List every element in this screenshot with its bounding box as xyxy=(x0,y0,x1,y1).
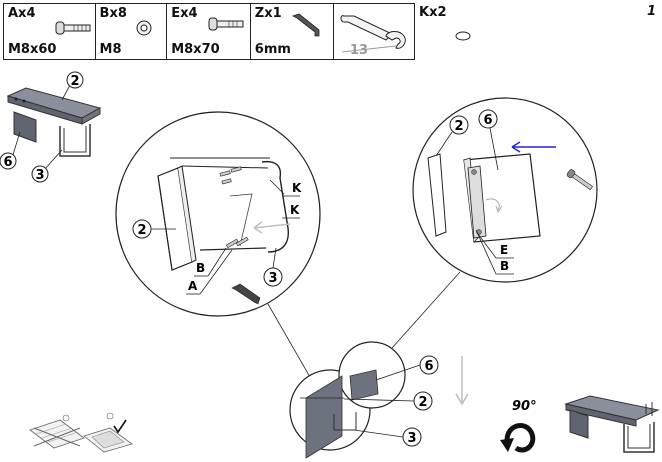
overview-callouts: 2 6 3 xyxy=(0,71,84,183)
callout-3-center: 3 xyxy=(407,431,416,446)
page-number: 1 xyxy=(646,4,656,19)
callout-2-detail: 2 xyxy=(137,223,146,238)
callout-6-center: 6 xyxy=(424,359,433,374)
overview-bench xyxy=(6,87,102,157)
bolt-m8x60-icon xyxy=(55,21,91,35)
bolts-bottom-left xyxy=(225,236,249,249)
parts-table: Ax4 M8x60 Bx8 M8 Ex4 xyxy=(3,3,415,60)
part-k-qty: Kx2 xyxy=(419,5,447,20)
wrench-icon: 13 xyxy=(340,15,407,58)
cap-icon xyxy=(455,31,471,41)
part-cell-k: Kx2 xyxy=(415,3,475,60)
rotated-bench xyxy=(564,395,660,453)
callout-2-center: 2 xyxy=(418,395,427,410)
letter-e: E xyxy=(500,243,508,257)
callout-2-right: 2 xyxy=(454,119,463,134)
part-cell-e: Ex4 M8x70 xyxy=(167,4,251,59)
part-z-spec: 6mm xyxy=(254,42,291,57)
letter-b-left: B xyxy=(196,261,205,275)
down-arrow-icon xyxy=(455,356,469,406)
part-z-qty: Zx1 xyxy=(254,6,282,21)
bolt-m8x70-icon xyxy=(208,17,244,31)
incorrect-surface-icon xyxy=(29,414,85,449)
part-cell-b: Bx8 M8 xyxy=(96,4,168,59)
part-a-spec: M8x60 xyxy=(8,42,57,57)
detail-circle-left: 2 3 K K B A xyxy=(115,111,321,317)
wrench-size-label: 13 xyxy=(350,43,368,58)
rotate-arrow-icon xyxy=(500,423,536,453)
callout-2-overview: 2 xyxy=(70,74,79,89)
center-assembly: 6 2 3 xyxy=(289,341,439,459)
callout-3-detail: 3 xyxy=(268,271,277,286)
part-e-spec: M8x70 xyxy=(171,42,220,57)
part-b-spec: M8 xyxy=(99,42,122,57)
part-a-qty: Ax4 xyxy=(8,6,36,21)
part-b-qty: Bx8 xyxy=(99,6,127,21)
letter-a: A xyxy=(188,279,198,293)
letter-b-right: B xyxy=(500,259,509,273)
washer-icon xyxy=(136,20,152,36)
letter-k-2: K xyxy=(290,203,300,217)
bolts-top-left xyxy=(219,166,242,185)
part-cell-z: Zx1 6mm xyxy=(251,4,335,59)
hex-key-icon xyxy=(291,13,320,37)
part-e-qty: Ex4 xyxy=(171,6,198,21)
part-cell-wrench: 13 xyxy=(334,4,414,59)
detail-circle-right: 2 6 E B xyxy=(412,97,598,283)
callout-3-overview: 3 xyxy=(35,168,44,183)
rotation-label: 90° xyxy=(512,399,537,414)
callout-6-overview: 6 xyxy=(3,155,12,170)
hex-key-in-detail xyxy=(231,283,261,305)
part-cell-a: Ax4 M8x60 xyxy=(4,4,96,59)
correct-surface-icon xyxy=(83,412,133,453)
letter-k-1: K xyxy=(292,181,302,195)
bolt-in-right-detail xyxy=(566,169,594,191)
callout-6-right: 6 xyxy=(483,113,492,128)
